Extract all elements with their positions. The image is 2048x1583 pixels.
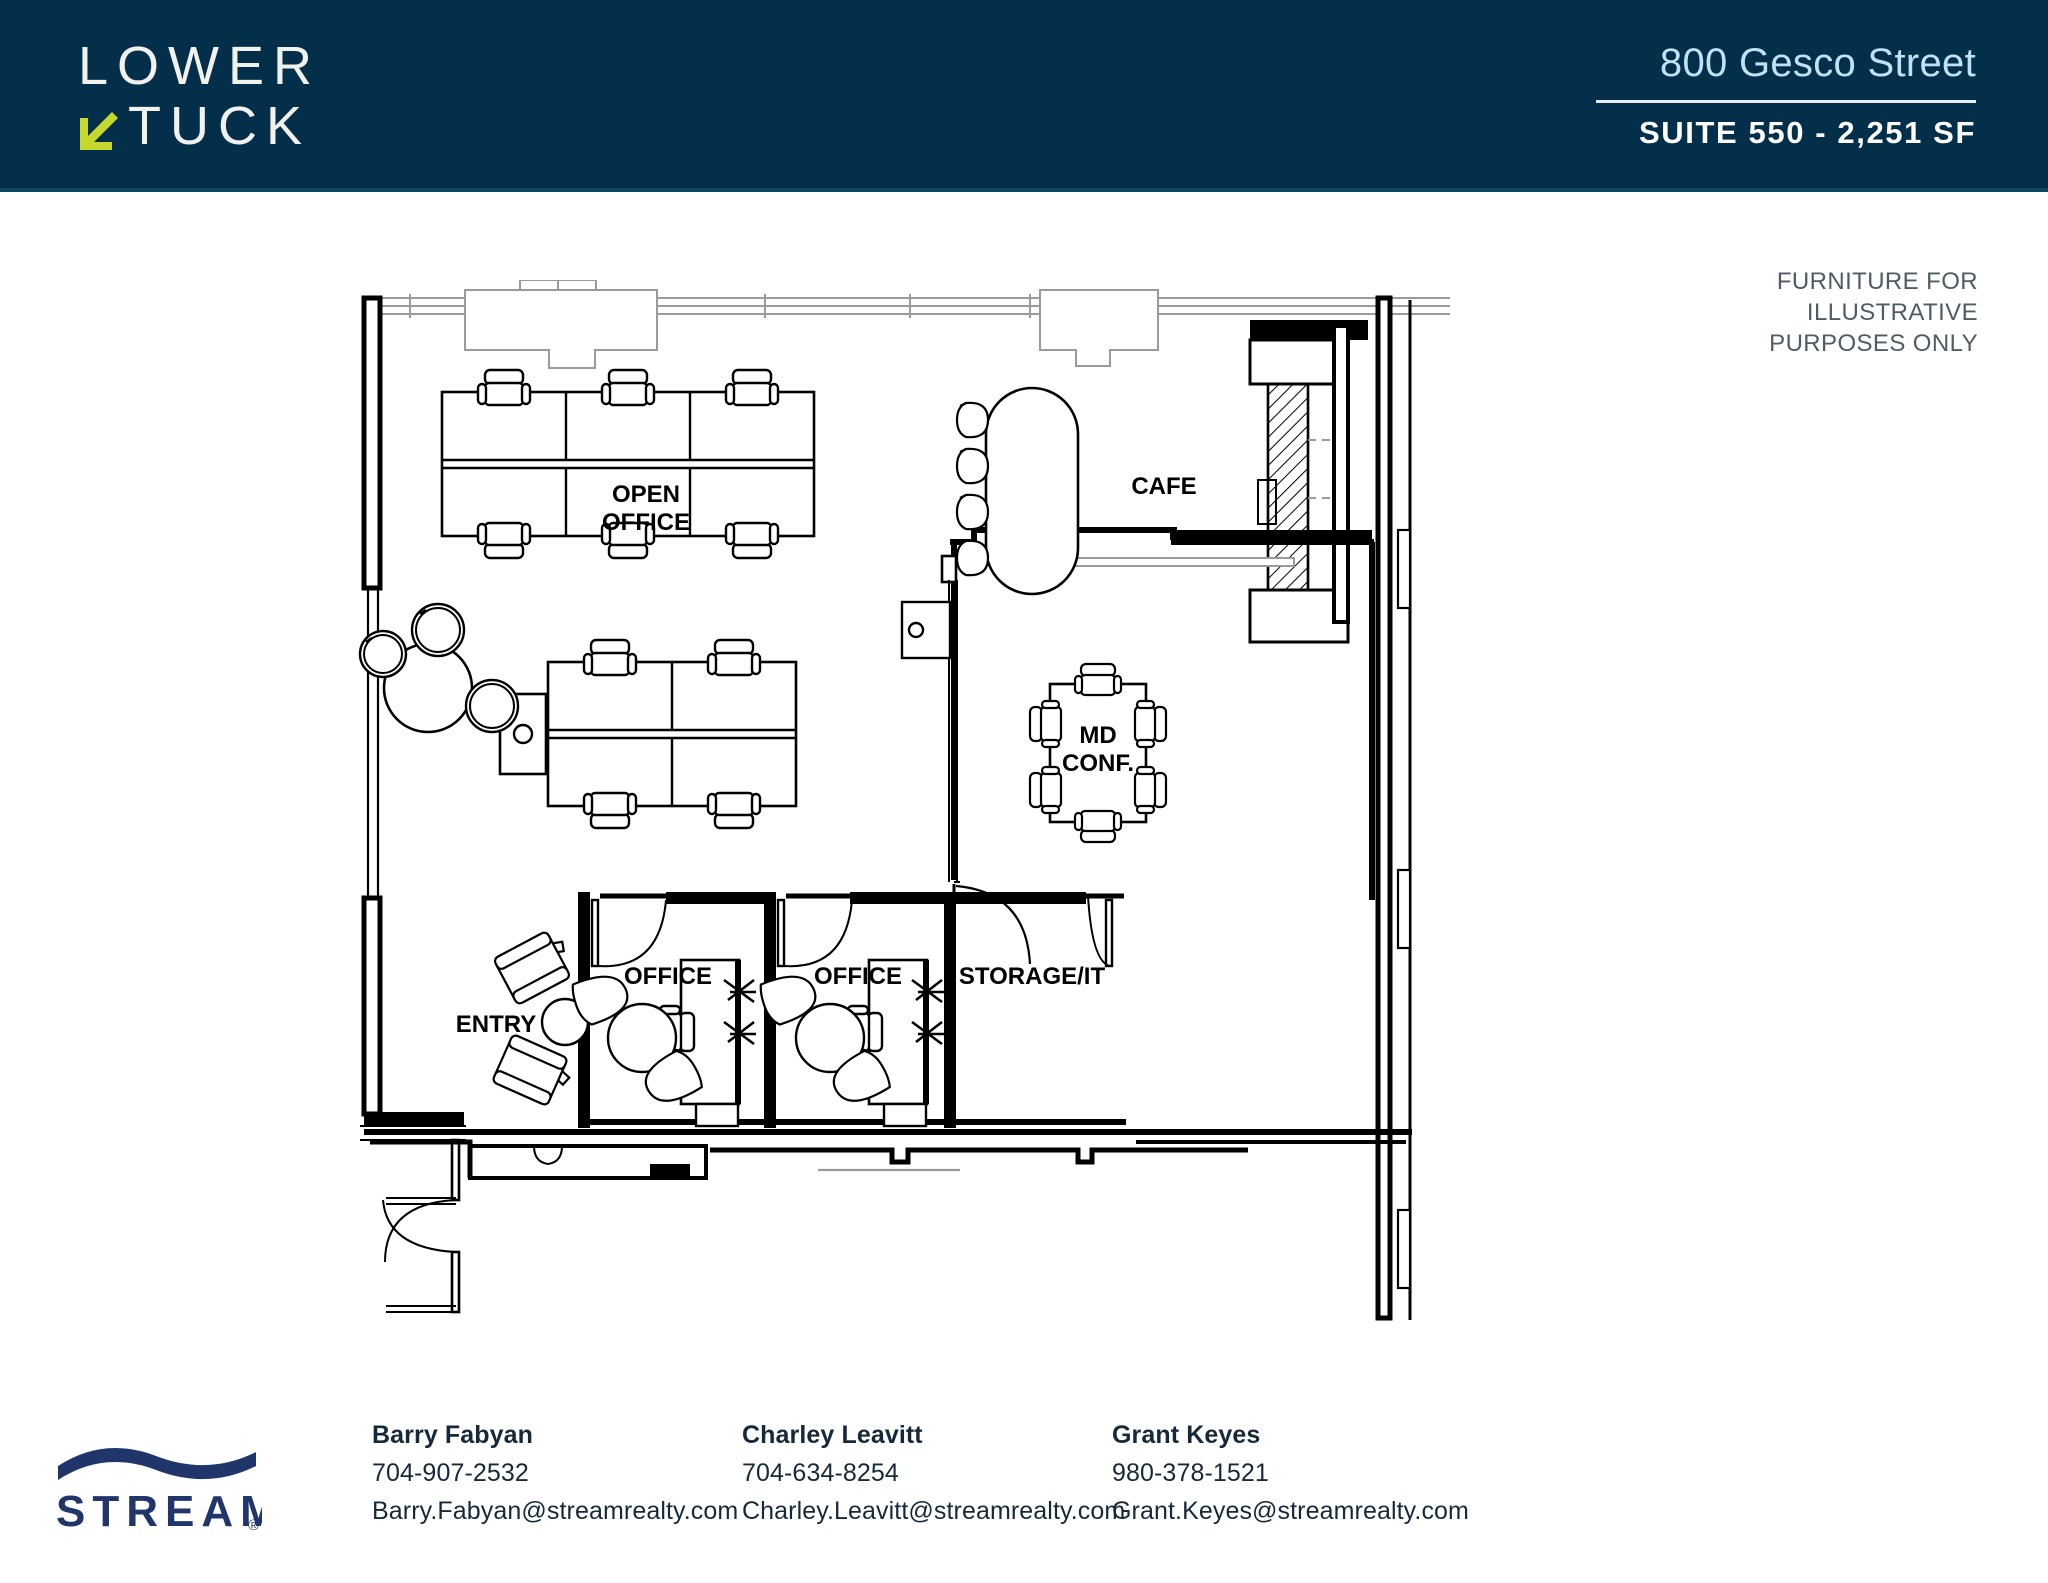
demising-wall-left (360, 295, 466, 1141)
label-office-right: OFFICE (814, 963, 902, 990)
arrow-down-left-icon (80, 112, 118, 150)
floor-plan: OPEN OFFICE CAFE MD CONF. ENTRY OFFICE O… (350, 280, 1480, 1360)
label-office-left: OFFICE (624, 963, 712, 990)
exterior-wall-right (1375, 295, 1412, 1321)
contact-list: Barry Fabyan 704-907-2532 Barry.Fabyan@s… (372, 1416, 1482, 1530)
conference-glass-partition (900, 580, 958, 882)
contact-phone[interactable]: 704-634-8254 (742, 1459, 899, 1487)
label-storage-it: STORAGE/IT (959, 963, 1106, 990)
collaboration-round-table (358, 602, 520, 734)
office-right-furniture (756, 958, 944, 1128)
demising-wall-bottom (364, 1129, 1412, 1180)
address-block: 800 Gesco Street SUITE 550 - 2,251 SF (1596, 41, 1976, 151)
contact-card: Charley Leavitt 704-634-8254 Charley.Lea… (742, 1416, 1126, 1530)
brand-line-1: LOWER (78, 36, 322, 96)
mechanical-shaft (1248, 320, 1368, 644)
disclaimer-line-2: ILLUSTRATIVE (1806, 299, 1978, 326)
conference-table-and-chairs (1028, 662, 1168, 844)
label-md-conf-line2: CONF. (1062, 750, 1134, 777)
exterior-window-wall-top (368, 280, 1450, 369)
label-cafe: CAFE (1131, 473, 1196, 500)
label-md-conf-line1: MD (1079, 722, 1116, 749)
lower-tuck-logo: LOWER TUCK (78, 38, 321, 154)
office-left-plant-icon (723, 978, 756, 1046)
benching-cluster-4-seat (498, 638, 798, 830)
contact-card: Grant Keyes 980-378-1521 Grant.Keyes@str… (1112, 1416, 1482, 1530)
contact-phone[interactable]: 980-378-1521 (1112, 1459, 1269, 1487)
wave-swoosh-icon (58, 1448, 256, 1480)
contact-name: Grant Keyes (1112, 1421, 1261, 1449)
disclaimer-line-3: PURPOSES ONLY (1769, 330, 1978, 357)
label-open-office-line1: OPEN (612, 481, 680, 508)
address-title: 800 Gesco Street (1659, 41, 1976, 85)
plan-shell (360, 280, 1450, 1321)
stream-logo: STREAM ® (56, 1448, 262, 1536)
contact-name: Barry Fabyan (372, 1421, 533, 1449)
contact-phone[interactable]: 704-907-2532 (372, 1459, 529, 1487)
label-open-office-line2: OFFICE (602, 509, 690, 536)
contact-email[interactable]: Charley.Leavitt@streamrealty.com (742, 1497, 1126, 1525)
cafe-table-and-chairs (955, 386, 1080, 596)
benching-cluster-6-seat (440, 368, 816, 560)
contact-email[interactable]: Grant.Keyes@streamrealty.com (1112, 1497, 1469, 1525)
furniture-disclaimer: FURNITURE FOR ILLUSTRATIVE PURPOSES ONLY (1638, 266, 1978, 359)
brand-line-2: TUCK (128, 96, 311, 156)
address-subtitle: SUITE 550 - 2,251 SF (1639, 115, 1976, 150)
disclaimer-line-1: FURNITURE FOR (1776, 268, 1978, 295)
office-right-plant-icon (911, 978, 944, 1046)
contact-email[interactable]: Barry.Fabyan@streamrealty.com (372, 1497, 739, 1525)
registered-mark: ® (248, 1517, 259, 1534)
office-left-furniture (568, 958, 756, 1128)
contact-name: Charley Leavitt (742, 1421, 923, 1449)
page-footer: STREAM ® Barry Fabyan 704-907-2532 Barry… (0, 1400, 2048, 1583)
stream-wordmark: STREAM (56, 1487, 262, 1536)
entry-doors (382, 1138, 461, 1314)
contact-card: Barry Fabyan 704-907-2532 Barry.Fabyan@s… (372, 1416, 742, 1530)
page-header: LOWER TUCK 800 Gesco Street SUITE 550 - … (0, 0, 2048, 192)
label-entry: ENTRY (456, 1011, 536, 1038)
address-divider (1596, 100, 1976, 103)
